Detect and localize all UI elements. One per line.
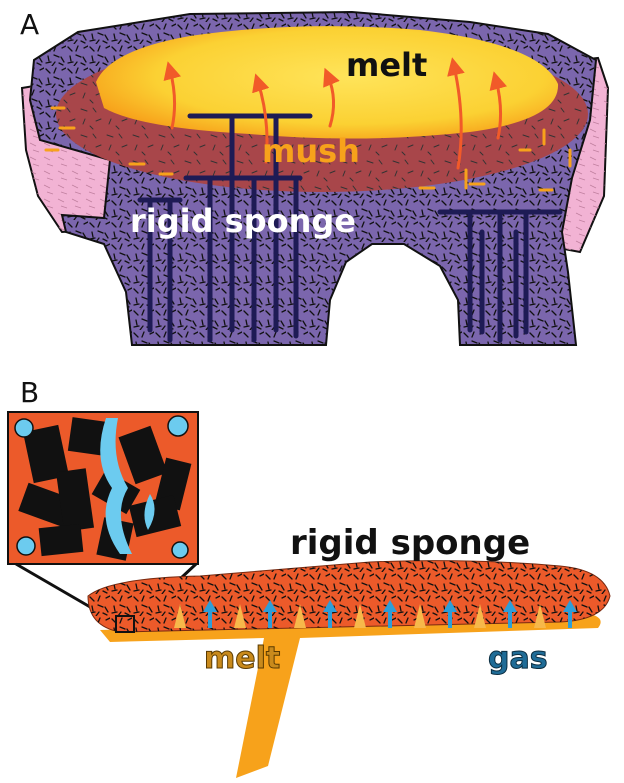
melt-label-b: melt: [204, 641, 280, 676]
gas-label: gas: [488, 641, 548, 676]
inset-detail: [8, 412, 198, 564]
mush-label: mush: [262, 132, 360, 170]
panel-b-letter: B: [20, 376, 39, 409]
rigid-sponge-label-a: rigid sponge: [130, 202, 356, 240]
melt-label-a: melt: [346, 46, 427, 84]
panel-b: B: [8, 376, 610, 778]
melt-lens-a: [96, 26, 558, 138]
rigid-sponge-label-b: rigid sponge: [290, 523, 530, 563]
melt-sill: [100, 614, 601, 778]
panel-a-letter: A: [20, 8, 39, 41]
panel-a: A: [20, 8, 608, 345]
